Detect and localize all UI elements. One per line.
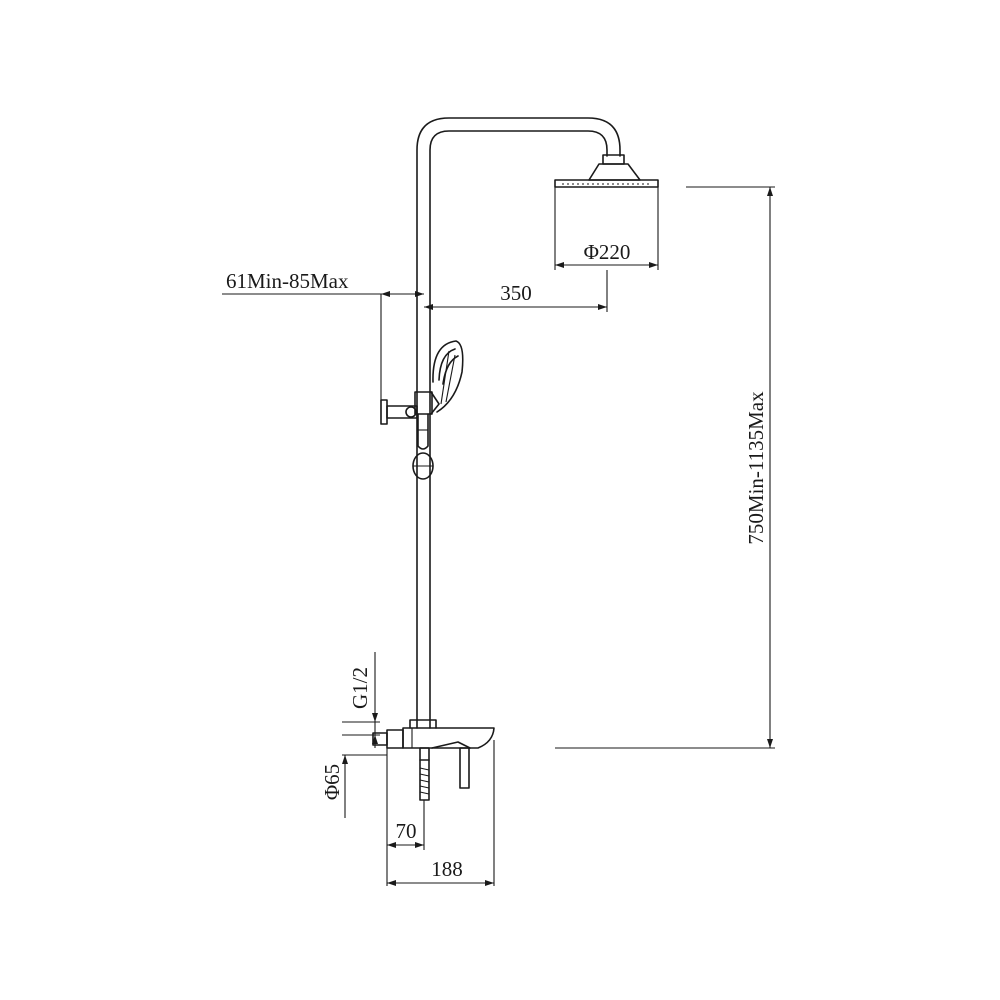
head-diameter-dimension: Φ220 <box>554 187 659 270</box>
arm-length-dimension: 350 <box>424 270 608 312</box>
escutcheon-diameter-dimension: Φ65 <box>320 754 387 818</box>
slider-knob <box>412 452 434 480</box>
height-label: 750Min-1135Max <box>744 391 768 545</box>
wall-distance-label: 61Min-85Max <box>226 269 349 293</box>
hand-shower <box>430 340 464 415</box>
inlet-thread-dimension: G1/2 <box>342 652 380 748</box>
wall-distance-dimension: 61Min-85Max <box>222 269 424 420</box>
head-diameter-label: Φ220 <box>584 240 631 264</box>
arm-length-label: 350 <box>500 281 532 305</box>
mixer-body <box>372 719 495 749</box>
total-depth-dimension: 188 <box>387 740 495 886</box>
total-depth-label: 188 <box>431 857 463 881</box>
hand-shower-holder <box>414 391 433 450</box>
overhead-shower-head <box>554 154 659 188</box>
diverter-pull <box>419 747 430 801</box>
inlet-thread-label: G1/2 <box>348 667 372 709</box>
mixer-depth-dimension: 70 <box>386 748 425 886</box>
riser-pipe <box>416 117 621 729</box>
escutcheon-diameter-label: Φ65 <box>320 764 344 800</box>
wall-bracket <box>380 399 418 425</box>
mixer-lever <box>459 747 470 789</box>
height-dimension: 750Min-1135Max <box>555 186 775 749</box>
mixer-depth-label: 70 <box>396 819 417 843</box>
